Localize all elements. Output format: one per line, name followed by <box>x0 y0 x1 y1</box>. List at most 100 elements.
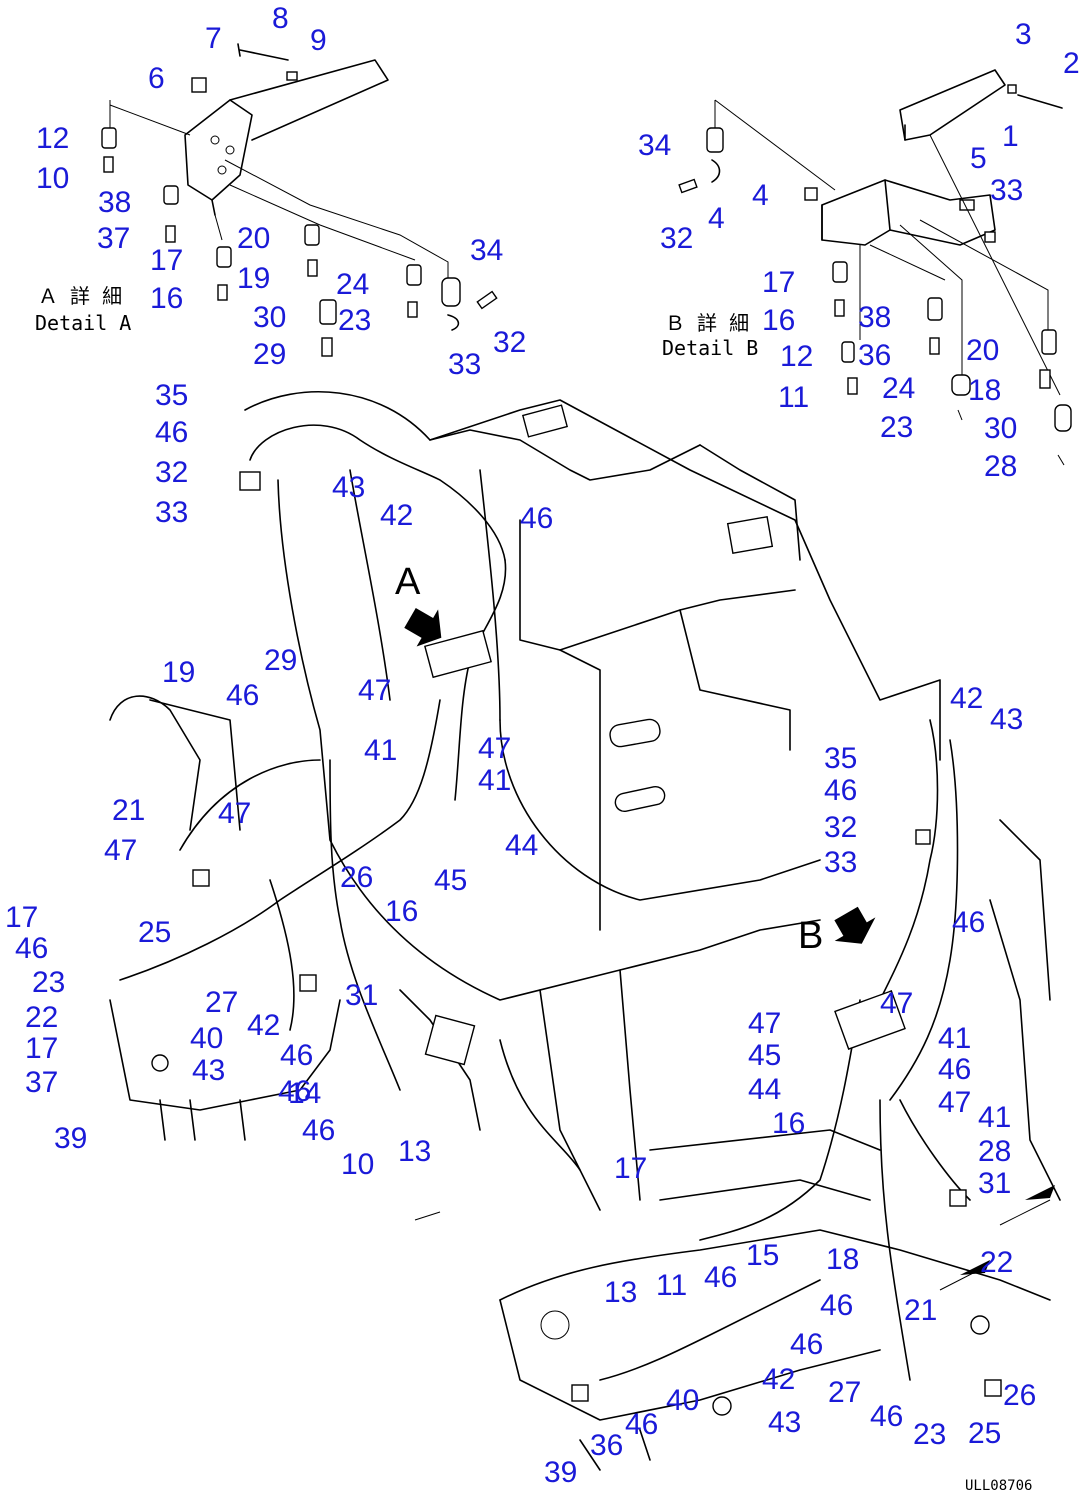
callout-rf-28: 42 <box>762 1363 795 1396</box>
callout-lf-37: 46 <box>302 1114 335 1147</box>
callout-rf-29: 40 <box>666 1384 699 1417</box>
callout-dB-0: 3 <box>1015 18 1032 51</box>
callout-dB-4: 5 <box>970 142 987 175</box>
callout-dB-6: 33 <box>990 174 1023 207</box>
callout-rf-18: 17 <box>614 1152 647 1185</box>
callout-lf-11: 41 <box>364 734 397 767</box>
callout-dA-0: 8 <box>272 2 289 35</box>
callout-rf-30: 27 <box>828 1376 861 1409</box>
callout-rf-37: 46 <box>625 1408 658 1441</box>
callout-dB-5: 4 <box>752 179 769 212</box>
drawing-code: ULL08706 <box>965 1478 1032 1494</box>
callout-rf-11: 46 <box>938 1053 971 1086</box>
callout-lf-32: 43 <box>192 1054 225 1087</box>
callout-rf-6: 46 <box>952 906 985 939</box>
callout-dB-14: 20 <box>966 334 999 367</box>
callout-lf-1: 46 <box>155 416 188 449</box>
callout-lf-27: 40 <box>190 1022 223 1055</box>
callout-dA-3: 6 <box>148 62 165 95</box>
callout-rf-3: 46 <box>824 774 857 807</box>
callout-rf-10: 41 <box>938 1022 971 1055</box>
callout-dA-13: 34 <box>470 234 503 267</box>
callout-rf-7: 47 <box>880 987 913 1020</box>
detail-a-caption-en: Detail A <box>35 311 131 335</box>
callout-dB-1: 2 <box>1063 47 1080 80</box>
callout-rf-14: 16 <box>772 1107 805 1140</box>
callout-rf-8: 47 <box>748 1007 781 1040</box>
callout-lf-38: 10 <box>341 1148 374 1181</box>
callout-dB-16: 18 <box>968 374 1001 407</box>
callout-lf-31: 46 <box>280 1039 313 1072</box>
callout-lf-2: 32 <box>155 456 188 489</box>
callout-rf-4: 32 <box>824 811 857 844</box>
view-letter-a: A <box>395 561 421 603</box>
callout-dA-16: 32 <box>493 326 526 359</box>
callout-rf-12: 44 <box>748 1073 781 1106</box>
callout-lf-15: 44 <box>505 829 538 862</box>
callout-lf-26: 22 <box>25 1001 58 1034</box>
callout-rf-0: 42 <box>950 682 983 715</box>
callout-dB-15: 24 <box>882 372 915 405</box>
callout-lf-9: 29 <box>264 644 297 677</box>
callout-lf-25: 27 <box>205 986 238 1019</box>
callout-lf-30: 17 <box>25 1032 58 1065</box>
callout-rf-17: 31 <box>978 1167 1011 1200</box>
callout-dB-13: 36 <box>858 339 891 372</box>
callout-lf-34: 46 <box>278 1075 311 1108</box>
callout-lf-12: 47 <box>218 797 251 830</box>
callout-rf-15: 41 <box>978 1101 1011 1134</box>
callout-dA-2: 7 <box>205 22 222 55</box>
callout-rf-22: 11 <box>656 1269 687 1302</box>
callout-lf-28: 42 <box>247 1009 280 1042</box>
view-letter-b: B <box>798 915 823 957</box>
callout-lf-22: 25 <box>138 916 171 949</box>
callout-dB-8: 32 <box>660 222 693 255</box>
callout-lf-18: 47 <box>104 834 137 867</box>
callout-rf-13: 47 <box>938 1086 971 1119</box>
callout-rf-16: 28 <box>978 1135 1011 1168</box>
callout-dA-6: 38 <box>98 186 131 219</box>
callout-lf-21: 17 <box>5 901 38 934</box>
detail-a-caption-jp: Ａ 詳 細 <box>38 284 122 308</box>
callout-dA-10: 20 <box>237 222 270 255</box>
callout-dB-3: 34 <box>638 129 671 162</box>
callout-lf-24: 23 <box>32 966 65 999</box>
callout-rf-26: 21 <box>904 1294 937 1327</box>
callout-rf-32: 43 <box>768 1406 801 1439</box>
callout-lf-19: 26 <box>340 861 373 894</box>
callout-lf-35: 39 <box>54 1122 87 1155</box>
callout-rf-19: 15 <box>746 1239 779 1272</box>
callout-dA-14: 30 <box>253 301 286 334</box>
callout-dB-11: 38 <box>858 301 891 334</box>
callout-dB-10: 16 <box>762 304 795 337</box>
callout-lf-8: 46 <box>226 679 259 712</box>
callout-dA-8: 17 <box>150 244 183 277</box>
callout-lf-7: 19 <box>162 656 195 689</box>
callout-lf-20: 16 <box>385 895 418 928</box>
callout-dA-15: 23 <box>338 304 371 337</box>
detail-a-drawing <box>101 43 498 357</box>
callout-dA-1: 9 <box>310 24 327 57</box>
callout-dB-7: 4 <box>708 202 725 235</box>
callout-lf-17: 21 <box>112 794 145 827</box>
callout-dA-9: 16 <box>150 282 183 315</box>
callout-rf-5: 33 <box>824 846 857 879</box>
callout-dA-7: 37 <box>97 222 130 255</box>
callout-rf-31: 46 <box>870 1400 903 1433</box>
callout-dA-4: 12 <box>36 122 69 155</box>
callout-lf-29: 31 <box>345 979 378 1012</box>
callout-rf-23: 46 <box>704 1261 737 1294</box>
callout-dB-20: 28 <box>984 450 1017 483</box>
callout-rf-38: 39 <box>544 1456 577 1489</box>
callout-dB-9: 17 <box>762 266 795 299</box>
callout-lf-5: 42 <box>380 499 413 532</box>
callout-rf-24: 18 <box>826 1243 859 1276</box>
callout-rf-2: 35 <box>824 742 857 775</box>
callout-rf-20: 22 <box>980 1246 1013 1279</box>
callout-rf-34: 23 <box>913 1418 946 1451</box>
detail-b-caption-jp: Ｂ 詳 細 <box>665 311 749 335</box>
callout-rf-27: 46 <box>790 1328 823 1361</box>
callout-rf-21: 13 <box>604 1276 637 1309</box>
